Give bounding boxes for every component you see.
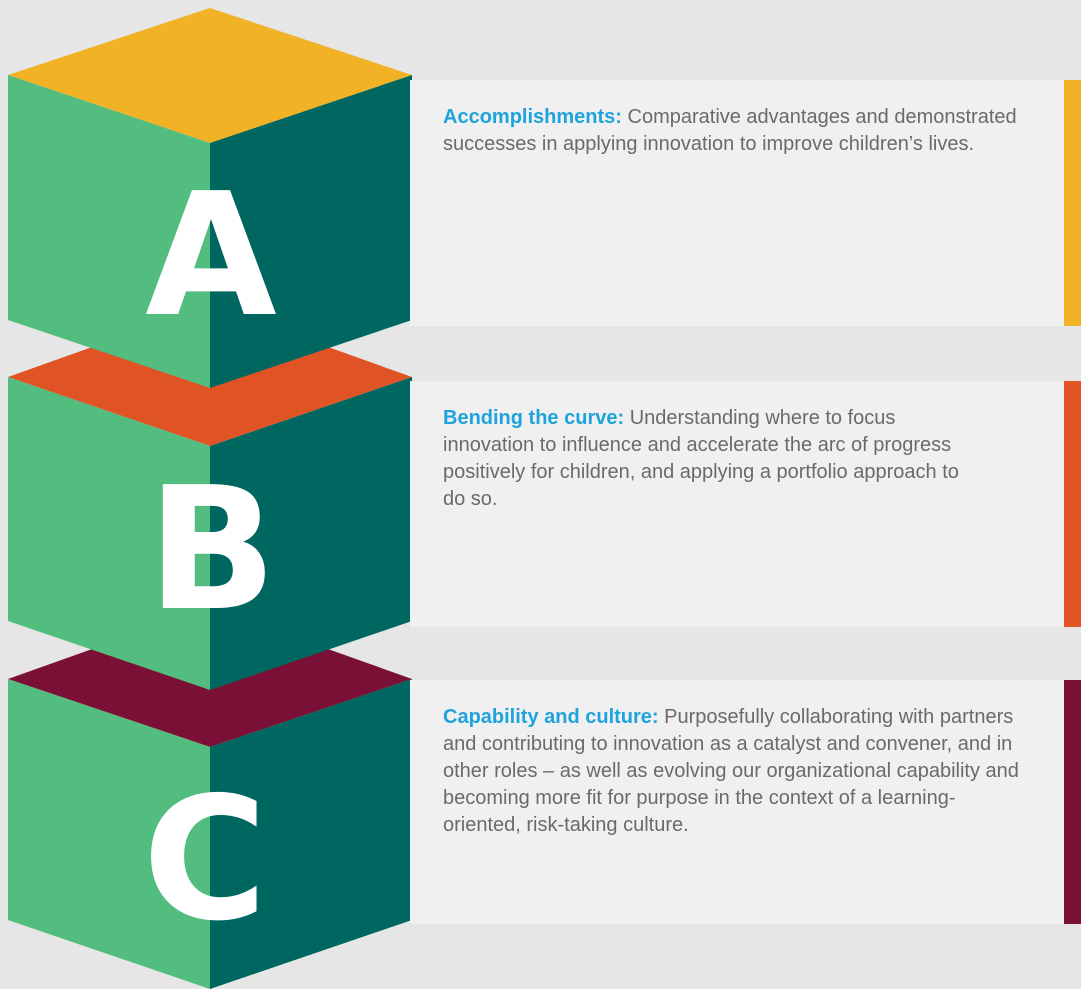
cube-c-letter: C	[143, 761, 268, 959]
cube-a-left-face	[8, 75, 210, 388]
cube-a-top-face	[8, 8, 412, 143]
panel-a-heading: Accomplishments:	[443, 106, 622, 128]
panel-b-body: Understanding where to focus innovation …	[443, 407, 959, 510]
cube-a-right-face	[210, 75, 412, 388]
panel-a-stripe	[1064, 80, 1081, 326]
panel-c-heading: Capability and culture:	[443, 706, 659, 728]
panel-a-text: Accomplishments: Comparative advantages …	[443, 104, 1023, 158]
panel-b-stripe	[1064, 381, 1081, 627]
panel-b: Bending the curve: Understanding where t…	[410, 381, 1081, 627]
cube-a: A	[8, 8, 412, 388]
panel-c-text: Capability and culture: Purposefully col…	[443, 704, 1023, 839]
cube-a-letter: A	[145, 157, 277, 355]
panel-c-body: Purposefully collaborating with partners…	[443, 706, 1019, 836]
panel-b-heading: Bending the curve:	[443, 407, 625, 429]
panel-c-stripe	[1064, 680, 1081, 924]
cube-b-letter: B	[147, 451, 277, 649]
cube-b: B	[8, 305, 412, 690]
cube-b-left-face	[8, 377, 210, 690]
cube-c-right-face	[210, 679, 412, 989]
panel-c: Capability and culture: Purposefully col…	[410, 680, 1081, 924]
cube-c: C	[8, 607, 412, 989]
cube-b-right-face	[210, 377, 412, 690]
panel-b-text: Bending the curve: Understanding where t…	[443, 405, 983, 513]
cube-c-left-face	[8, 679, 210, 989]
panel-a-body: Comparative advantages and demonstrated …	[443, 106, 1017, 155]
panel-a: Accomplishments: Comparative advantages …	[410, 80, 1081, 326]
